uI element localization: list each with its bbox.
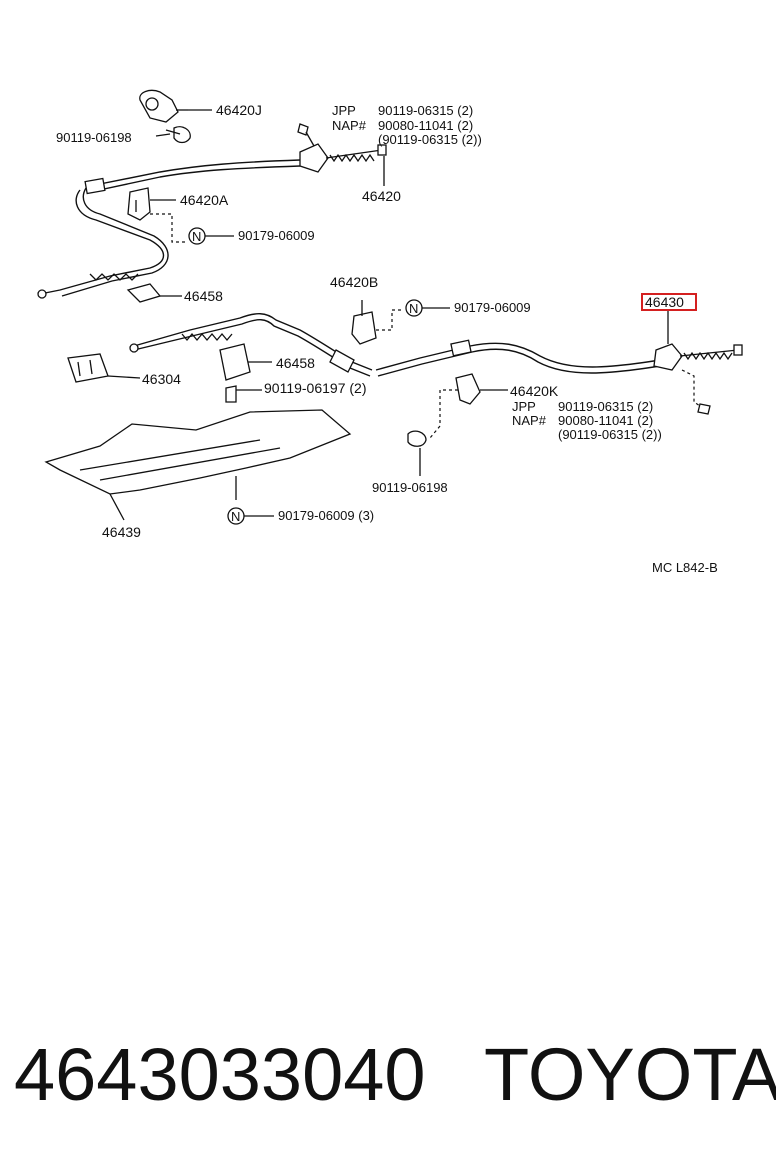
label-90119-06198-top: 90119-06198	[56, 130, 132, 145]
bolt-90119-06198-bottom-drawing	[407, 430, 427, 476]
note-top-jpp-label: JPP	[332, 103, 356, 118]
note-right-alt-value: (90119-06315 (2))	[558, 427, 662, 442]
note-right-nap-label: NAP#	[512, 413, 547, 428]
highlight-box-46430	[641, 293, 697, 311]
label-46304: 46304	[142, 371, 181, 387]
bracket-46420K-drawing	[429, 373, 508, 439]
note-right-nap-value: 90080-11041 (2)	[558, 413, 653, 428]
bracket-46420J-drawing	[139, 89, 188, 123]
n-symbol-b: N	[409, 301, 418, 316]
bracket-46420B-drawing	[351, 300, 404, 345]
diagram-code: MC L842-B	[652, 560, 718, 575]
note-top-alt-value: (90119-06315 (2))	[378, 132, 482, 147]
cable-lower-left-drawing	[129, 313, 373, 377]
label-90179-06009-b: 90179-06009	[454, 300, 531, 315]
cable-46420-drawing	[37, 123, 387, 299]
clamp-46458-lower-drawing	[219, 343, 272, 381]
label-46458-lower: 46458	[276, 355, 315, 371]
note-right-jpp-value: 90119-06315 (2)	[558, 399, 653, 414]
label-46420K: 46420K	[510, 383, 559, 399]
note-right-jpp-label: JPP	[512, 399, 536, 414]
clamp-46458-upper-drawing	[126, 283, 162, 303]
note-top-jpp-value: 90119-06315 (2)	[378, 103, 473, 118]
footer-part-number: 4643033040	[14, 1033, 426, 1116]
note-top-nap-label: NAP#	[332, 118, 367, 133]
bracket-46420A-drawing	[127, 187, 188, 243]
label-46420J: 46420J	[216, 102, 262, 118]
label-46420A: 46420A	[180, 192, 229, 208]
bolt-90119-06197-drawing	[225, 385, 262, 403]
cable-46430-drawing	[375, 310, 743, 415]
note-top-nap-value: 90080-11041 (2)	[378, 118, 473, 133]
label-90119-06197: 90119-06197 (2)	[264, 380, 366, 396]
label-46439: 46439	[102, 524, 141, 540]
label-46458-upper: 46458	[184, 288, 223, 304]
label-46430: 46430	[645, 294, 684, 310]
n-symbol-c: N	[231, 509, 240, 524]
leader-90119-06198-top	[155, 133, 171, 137]
label-90119-06198-bottom: 90119-06198	[372, 480, 448, 495]
n-symbol-a: N	[192, 229, 201, 244]
clip-46304-drawing	[67, 353, 141, 383]
label-90179-06009-a: 90179-06009	[238, 228, 315, 243]
label-46420B: 46420B	[330, 274, 378, 290]
label-46420: 46420	[362, 188, 401, 204]
bolt-90119-06198-top-drawing	[165, 126, 191, 144]
footer-brand: TOYOTA	[484, 1033, 776, 1116]
heat-shield-46439-drawing	[44, 409, 352, 521]
label-90179-06009-3: 90179-06009 (3)	[278, 508, 374, 523]
